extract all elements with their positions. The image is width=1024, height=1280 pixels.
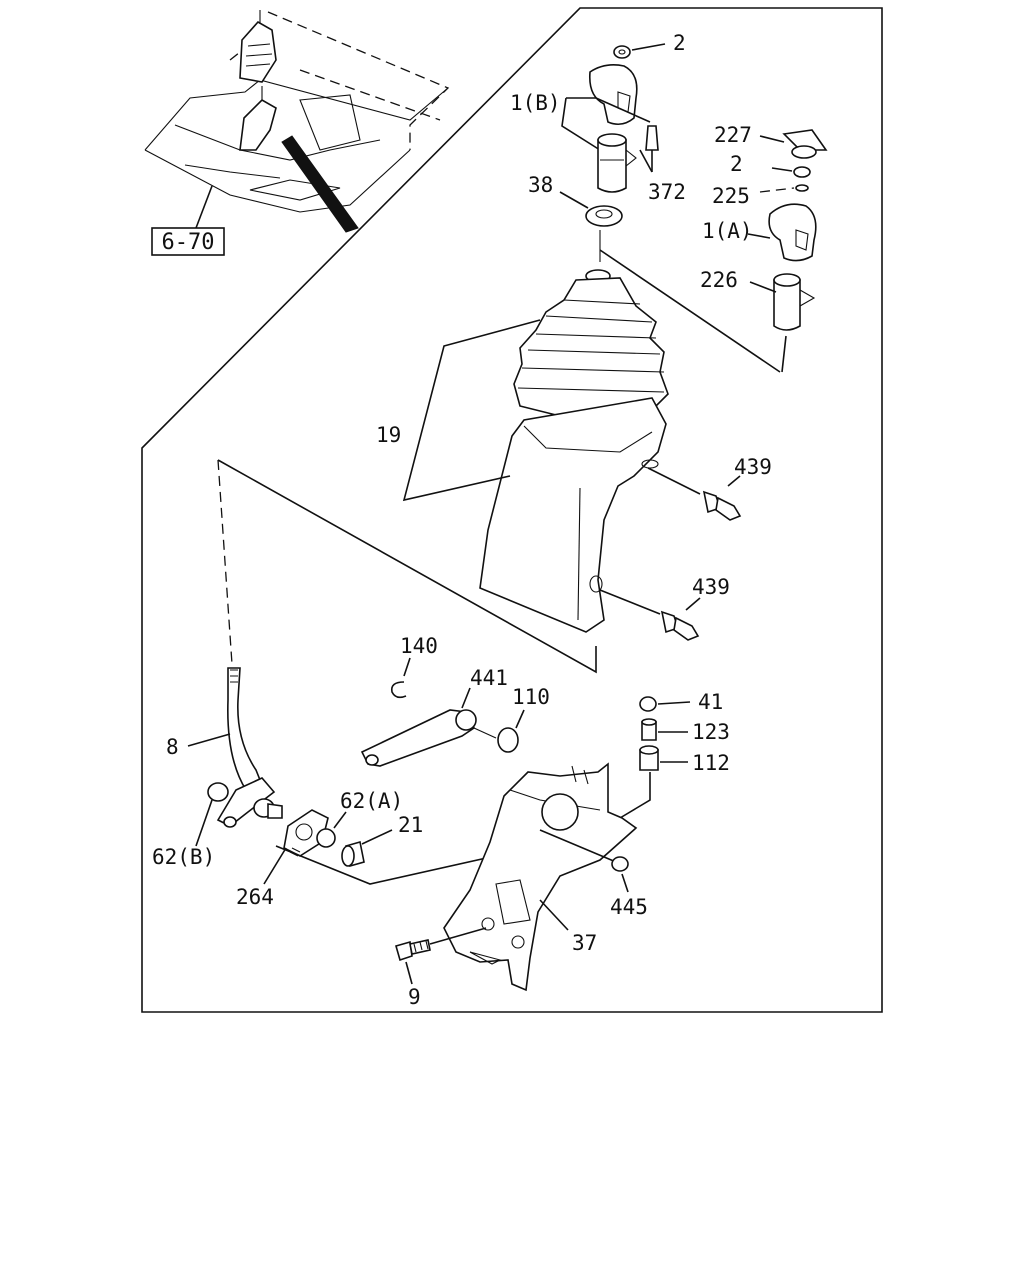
label-372: 372 [648,180,686,204]
label-2-top: 2 [673,31,686,55]
part-226-switch-cylinder [749,273,816,373]
label-445: 445 [610,895,648,919]
label-441: 441 [470,666,508,690]
label-225: 225 [712,184,750,208]
label-227: 227 [714,123,752,147]
part-62b-ball [195,782,229,847]
label-140: 140 [400,634,438,658]
part-41-nut [639,696,691,712]
part-439-bolt-b [599,589,701,641]
reference-box-label: 6-70 [162,230,215,255]
label-41: 41 [698,690,723,714]
label-1b: 1(B) [510,91,561,115]
part-1b-knob [561,64,651,151]
part-62a-ball [316,811,347,848]
label-9: 9 [408,985,421,1009]
part-2-nut-right [771,166,811,178]
part-37-bracket [443,762,638,992]
label-123: 123 [692,720,730,744]
part-227-cap [759,129,828,159]
part-19-boot [402,269,669,633]
label-62b: 62(B) [152,845,215,869]
main-frame [141,7,883,1013]
part-123-collar [641,718,688,741]
label-112: 112 [692,751,730,775]
part-372-switch-cylinder [597,125,659,193]
pointer-wedge [281,135,359,233]
part-8-lever-rod [187,667,283,828]
part-439-bolt-a [647,467,742,521]
label-37: 37 [572,931,597,955]
part-110-spring [497,709,525,753]
label-264: 264 [236,885,274,909]
part-38-grommet [559,191,623,227]
part-21-bushing [341,829,393,868]
label-2-right: 2 [730,152,743,176]
label-1a: 1(A) [702,219,753,243]
label-439-b: 439 [692,575,730,599]
part-112-bushing [619,745,688,819]
label-110: 110 [512,685,550,709]
part-140-clip [390,657,411,699]
label-19: 19 [376,423,401,447]
label-62a: 62(A) [340,789,403,813]
part-9-bolt [395,927,487,985]
label-21: 21 [398,813,423,837]
label-226: 226 [700,268,738,292]
part-225-washer [759,184,809,193]
inset-overview [144,10,450,233]
reference-box [151,227,225,256]
part-264-plate [263,809,329,885]
part-441-link [360,687,497,767]
callout-labels: 2 1(B) 227 2 225 38 372 1(A) 226 19 439 … [152,31,772,1009]
part-2-nut-top [613,43,666,59]
label-8: 8 [166,735,179,759]
part-445-nut [539,829,629,893]
label-439-a: 439 [734,455,772,479]
part-1a-knob [747,203,817,262]
label-38: 38 [528,173,553,197]
